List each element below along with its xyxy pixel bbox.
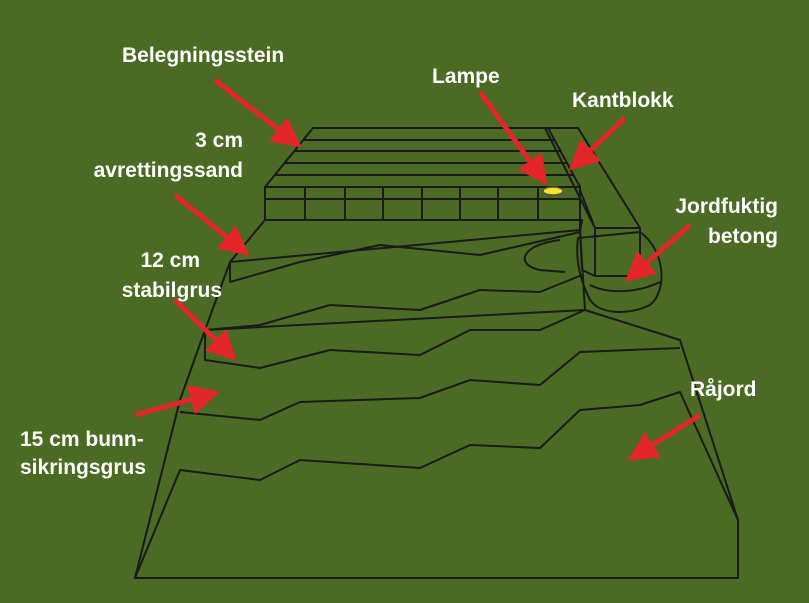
- label-subsoil: Råjord: [690, 378, 757, 401]
- label-sand-line2: avrettingssand: [94, 159, 243, 182]
- label-curb: Kantblokk: [572, 89, 674, 112]
- subsoil-layer: [134, 391, 739, 579]
- label-concrete-line1: Jordfuktig: [675, 195, 778, 218]
- label-subbase-line1: 15 cm bunn-: [20, 428, 144, 451]
- label-subbase-line2: sikringsgrus: [20, 456, 146, 479]
- arrow-lamp: [477, 90, 548, 186]
- arrow-paving-stone: [213, 78, 302, 148]
- label-stabil-line1: 12 cm: [140, 249, 200, 272]
- arrow-sand: [173, 193, 250, 256]
- label-lamp: Lampe: [432, 65, 500, 88]
- label-concrete-line2: betong: [708, 225, 778, 248]
- arrow-subsoil: [627, 412, 702, 461]
- subbase-layer-line: [179, 347, 681, 421]
- concrete-haunch: [576, 231, 663, 313]
- arrow-stabilgrus: [173, 298, 237, 361]
- label-paving-stone: Belegningsstein: [122, 44, 284, 67]
- arrow-curb: [568, 116, 627, 171]
- label-sand-line1: 3 cm: [195, 129, 243, 152]
- curb-side: [579, 189, 596, 277]
- stabilgrus-pocket: [523, 239, 566, 273]
- paver-front-joints: [265, 187, 580, 220]
- arrow-subbase: [134, 385, 221, 418]
- stabilgrus-layer-line: [204, 274, 583, 331]
- arrow-concrete: [624, 223, 692, 283]
- curb-top: [544, 127, 641, 229]
- concrete-haunch-line: [589, 281, 661, 293]
- paver-top-surface: [264, 127, 581, 188]
- label-stabil-line2: stabilgrus: [122, 279, 222, 302]
- lamp-icon: [542, 186, 564, 196]
